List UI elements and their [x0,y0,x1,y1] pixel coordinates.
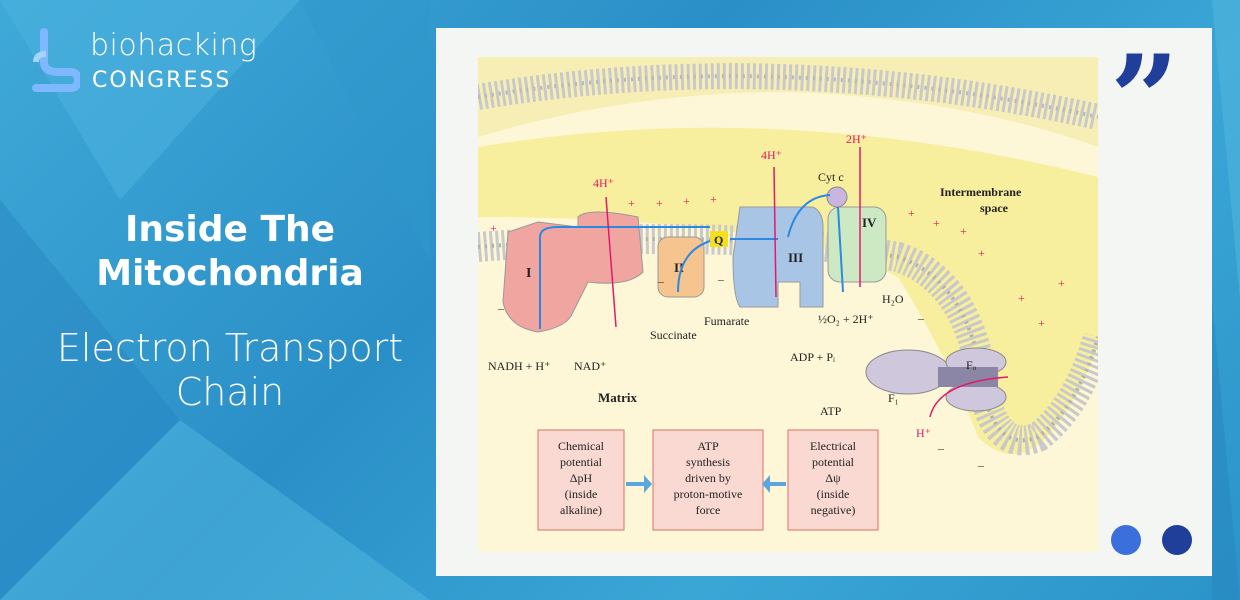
intermembrane-label-2: space [980,201,1009,215]
svg-text:negative): negative) [811,503,856,517]
h4-left-label: 4H⁺ [593,176,614,190]
ubiquinone-q: Q [710,231,728,247]
svg-text:–: – [717,272,725,286]
atp-synthase: Fₒ F₁ [865,347,1007,412]
svg-text:potential: potential [812,455,855,469]
box-electrical-potential: Electrical potential Δψ (inside negative… [787,429,879,531]
svg-text:I: I [526,266,531,281]
svg-text:Electrical: Electrical [810,439,857,453]
adp-label: ADP + Pᵢ [790,350,835,364]
page-title: Inside The Mitochondria [96,209,364,294]
svg-text:ATP: ATP [697,439,719,453]
complex-III: III [732,206,824,308]
brand-name-top: biohacking [90,28,258,63]
slide-dot-2[interactable] [1162,525,1192,555]
svg-text:+: + [710,192,717,206]
svg-text:synthesis: synthesis [686,455,730,469]
quote-icon: ” [1110,29,1180,170]
svg-text:–: – [977,458,985,472]
cyt-c-label: Cyt c [818,170,844,184]
logo-mark-icon [32,28,80,92]
h4-mid-label: 4H⁺ [761,148,782,162]
brand-name-bottom: CONGRESS [92,68,232,93]
matrix-label: Matrix [598,390,637,405]
svg-text:+: + [1018,291,1025,305]
oxygen-label: ½O₂ + 2H⁺ [818,312,874,326]
complex-II: II [657,236,705,298]
box-atp-synthesis: ATP synthesis driven by proton-motive fo… [652,429,764,531]
svg-text:+: + [908,206,915,220]
svg-text:Chemical: Chemical [558,439,605,453]
svg-text:Q: Q [714,233,723,247]
svg-text:driven by: driven by [685,471,731,485]
svg-text:+: + [628,196,635,210]
svg-text:+: + [490,221,497,235]
svg-text:proton-motive: proton-motive [674,487,743,501]
h2-right-label: 2H⁺ [846,132,867,146]
svg-text:F₁: F₁ [888,391,899,405]
svg-text:force: force [696,503,721,517]
succinate-label: Succinate [650,328,697,342]
etc-diagram: I II Q III IV Fₒ F₁ [475,57,1113,552]
svg-text:+: + [1058,276,1065,290]
svg-text:+: + [656,196,663,210]
arrow-left-icon [626,475,652,493]
box-chemical-potential: Chemical potential ΔpH (inside alkaline) [537,429,625,531]
slide-dot-1[interactable] [1111,525,1141,555]
svg-text:+: + [978,246,985,260]
svg-text:(inside: (inside [565,487,598,501]
svg-text:potential: potential [560,455,603,469]
svg-text:ΔpH: ΔpH [570,471,593,485]
fumarate-label: Fumarate [704,314,749,328]
svg-text:(inside: (inside [817,487,850,501]
complex-IV: IV [826,186,887,283]
svg-text:–: – [497,301,505,315]
svg-text:+: + [683,194,690,208]
atp-label: ATP [820,404,842,418]
svg-text:+: + [1038,316,1045,330]
svg-text:–: – [937,441,945,455]
svg-text:alkaline): alkaline) [560,503,602,517]
intermembrane-label-1: Intermembrane [940,185,1022,199]
svg-text:–: – [917,311,925,325]
water-label: H₂O [882,292,904,306]
brand-logo[interactable]: biohacking CONGRESS [30,28,310,98]
charge-signs: + + + + + + + + + + + + [490,192,1065,330]
svg-text:Δψ: Δψ [825,471,841,485]
complex-I: I [502,211,644,333]
svg-text:+: + [933,216,940,230]
nadh-label: NADH + H⁺ [488,359,550,373]
svg-text:+: + [960,224,967,238]
svg-text:IV: IV [862,215,877,230]
nad-label: NAD⁺ [574,359,606,373]
svg-text:–: – [657,274,665,288]
svg-text:Fₒ: Fₒ [966,358,977,372]
svg-text:III: III [788,250,803,265]
page-subtitle: Electron Transport Chain [56,326,404,414]
h-out-label: H⁺ [916,426,931,440]
arrow-right-icon [762,475,786,493]
svg-text:II: II [674,260,684,275]
